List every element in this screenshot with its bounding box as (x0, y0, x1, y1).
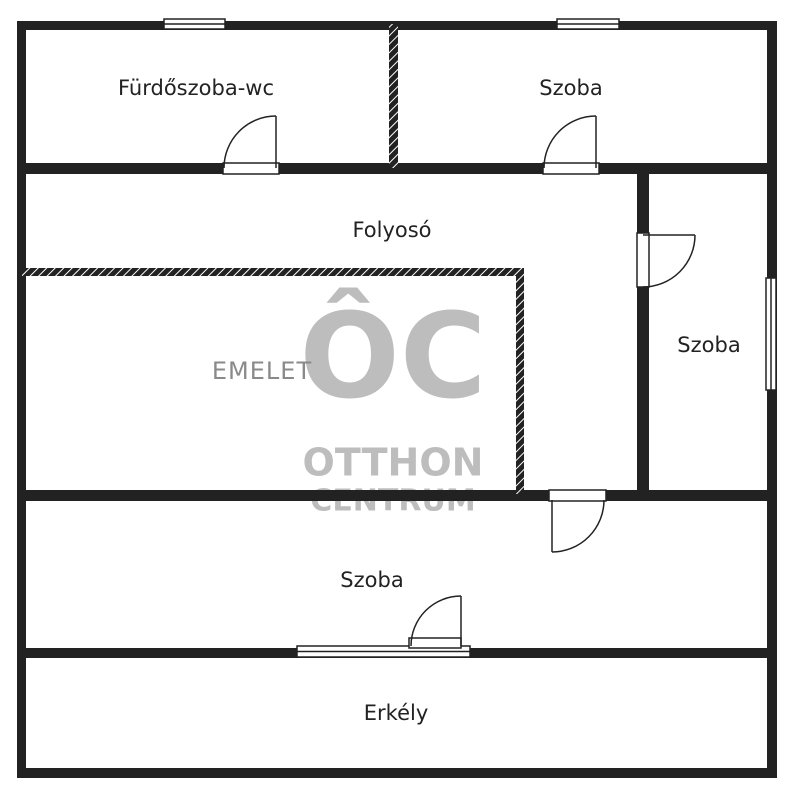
label-balcony: Erkély (364, 701, 429, 725)
door-bottom-room (548, 489, 607, 553)
outer-wall-right (767, 21, 777, 778)
outer-wall-bottom (17, 768, 777, 778)
door-top-right-room (542, 115, 600, 175)
window-top-right (556, 18, 620, 30)
watermark-line1: OTTHON (303, 441, 484, 485)
label-room-top-right: Szoba (539, 76, 602, 100)
label-floor: EMELET (212, 357, 312, 385)
wall-below-top-rooms (17, 163, 777, 174)
door-right-room (636, 232, 696, 288)
door-bathroom (222, 115, 280, 175)
doors (222, 115, 696, 649)
room-labels: Fürdőszoba-wc Szoba Folyosó Szoba Szoba … (118, 76, 741, 725)
watermark-mark: ÔC (300, 287, 487, 425)
label-room-right: Szoba (677, 333, 740, 357)
hatched-wall-stair-top (22, 268, 524, 276)
window-right (765, 277, 777, 391)
label-corridor: Folyosó (352, 218, 431, 242)
label-bathroom: Fürdőszoba-wc (118, 76, 274, 100)
wall-right-room-divider (637, 163, 649, 498)
hatched-walls (22, 24, 524, 494)
windows (163, 18, 777, 658)
window-top-left (163, 18, 226, 30)
hatched-wall-top-divider (389, 24, 398, 168)
hatched-wall-stair-right (516, 268, 524, 494)
outer-wall-left (17, 21, 26, 778)
window-balcony-door (296, 645, 471, 658)
door-balcony (408, 595, 462, 649)
wall-above-bottom-room (17, 490, 777, 501)
label-room-bottom: Szoba (340, 568, 403, 592)
watermark-logo: ÔC OTTHON CENTRUM (300, 287, 487, 518)
